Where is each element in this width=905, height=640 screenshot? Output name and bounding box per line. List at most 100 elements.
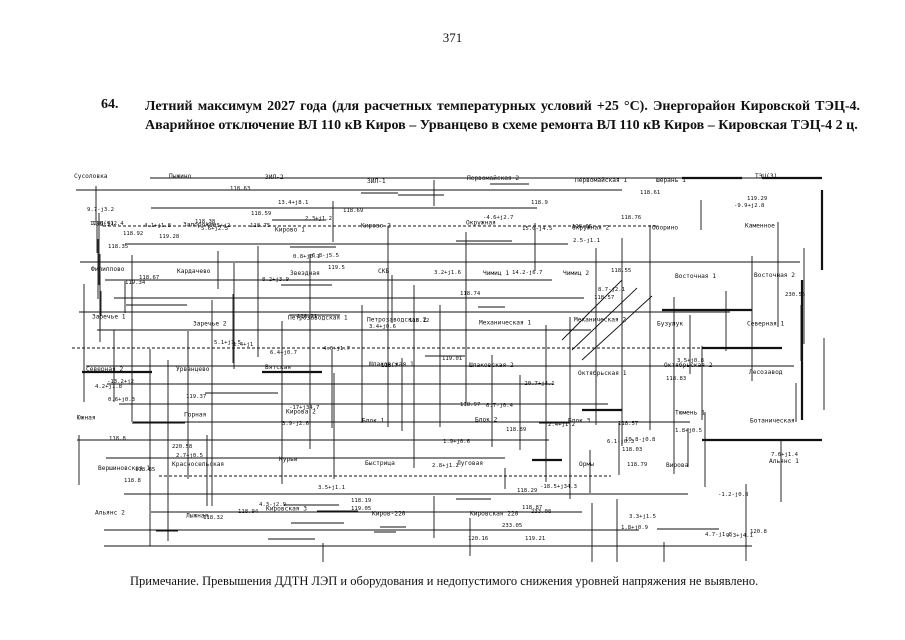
node-label: Заречье 2 (193, 321, 227, 328)
node-label: Луговая (457, 460, 483, 467)
voltage-label: 120.16 (468, 536, 488, 542)
voltage-label: 118.7 (381, 363, 398, 369)
node-label: Звездная (290, 270, 320, 277)
voltage-label: 118.89 (506, 427, 526, 433)
node-label: Шерань 1 (656, 177, 686, 184)
node-label: Блок 2 (475, 417, 498, 424)
voltage-label: 118.92 (123, 231, 143, 237)
power-flow-label: 4.6+j1.7 (323, 346, 350, 352)
node-label: ЗИЛ-2 (265, 174, 284, 181)
diagonal-line (561, 279, 623, 341)
node-label: Восточная 2 (754, 272, 795, 279)
power-flow-label: 6.4+j0.7 (270, 350, 297, 356)
power-flow-label: 2.7+j0.5 (176, 453, 203, 459)
voltage-label: 118.65 (572, 224, 592, 230)
voltage-label: 233.08 (531, 509, 552, 515)
node-label: Петрозаводская 2 (367, 317, 427, 324)
voltage-label: 119.37 (186, 394, 206, 400)
node-label: СКБ (378, 268, 389, 275)
power-flow-label: 12.6-j12.4 (90, 221, 124, 227)
node-label: Лыжная (186, 513, 208, 520)
node-label: Ормы (579, 461, 594, 468)
power-flow-label: 3.5+j0.8 (677, 358, 705, 364)
voltage-label: 118.55 (611, 268, 631, 274)
power-flow-label: 2.8+j1.2 (432, 463, 459, 469)
node-label: Блок 1 (362, 418, 385, 425)
voltage-label: 118.12 (409, 318, 429, 324)
scheme-flow-labels: -1.2-j0.85.6+j2.314.2-j6.78.7-j2.16.8-j5… (87, 200, 799, 539)
node-label: Кирово 1 (275, 227, 305, 234)
node-label: Филиппово (91, 266, 125, 273)
node-label: Ботаническая (750, 418, 795, 425)
power-flow-label: 3.5+j1.1 (318, 485, 345, 491)
power-flow-label: 5.1+j1.5 (214, 340, 241, 346)
node-label: Вирова (666, 462, 689, 469)
node-label: Кирово 2 (361, 223, 391, 230)
node-label: Красносельская (172, 461, 224, 468)
power-flow-label: 4.2+j1.8 (95, 384, 123, 390)
voltage-label: 119.34 (125, 280, 146, 286)
node-label: Вершиновская 1 (98, 465, 150, 472)
page-number: 371 (442, 30, 463, 45)
node-label: Северная 2 (86, 366, 124, 373)
node-label: Запорожье (183, 222, 217, 229)
node-label: Горная (184, 412, 206, 419)
node-label: Вятская (265, 364, 291, 371)
node-label: Окружная 2 (572, 225, 610, 232)
node-label: Курьи (279, 456, 298, 463)
node-label: Каменное (745, 223, 775, 230)
voltage-label: 118.32 (203, 515, 223, 521)
voltage-label: 118.57 (594, 295, 614, 301)
voltage-label: 118.76 (621, 215, 641, 221)
section-number: 64. (101, 97, 119, 112)
node-label: Альянс 1 (769, 458, 799, 465)
power-flow-label: 0.8+j0.1 (293, 254, 320, 260)
node-label: Блок 3 (568, 418, 591, 425)
power-flow-label: 4.1+j1.8 (144, 223, 172, 229)
node-label: Тюмень 1 (675, 410, 705, 417)
power-flow-label: 13.4+j8.1 (278, 200, 308, 206)
voltage-label: 118.74 (460, 291, 481, 297)
voltage-label: 220.58 (172, 444, 193, 450)
voltage-label: 118.03 (622, 447, 642, 453)
voltage-label: 119.28 (159, 234, 180, 240)
voltage-label: 118.38 (195, 219, 216, 225)
voltage-label: 118.83 (666, 376, 686, 382)
node-label: ЗИЛ-1 (367, 178, 386, 185)
voltage-label: 118.21 (297, 314, 317, 320)
power-flow-label: 6.8-j5.5 (312, 253, 339, 259)
voltage-label: 118.8 (124, 478, 141, 484)
voltage-label: 118.85 (135, 467, 155, 473)
node-label: Чимиц 1 (483, 270, 509, 277)
voltage-label: 118.79 (627, 462, 647, 468)
voltage-label: 118.87 (522, 505, 542, 511)
power-flow-label: 2.3+j1.2 (305, 216, 332, 222)
voltage-label: 118.61 (640, 190, 660, 196)
diagonal-line (571, 287, 638, 351)
node-label: Чимиц 2 (563, 270, 589, 277)
node-label: Бузулук (657, 321, 683, 328)
power-flow-label: 2.5-j1.1 (573, 238, 600, 244)
power-flow-label: 3.2+j1.6 (434, 270, 461, 276)
voltage-label: 118.97 (460, 402, 480, 408)
power-flow-label: 3.4+j0.6 (369, 324, 396, 330)
voltage-label: 118.69 (343, 208, 363, 214)
voltage-label: 118.94 (238, 509, 259, 515)
node-label: Кардачево (177, 268, 211, 275)
node-label: Механическая 2 (574, 317, 626, 324)
node-label: Альянс 2 (95, 510, 125, 517)
footnote: Примечание. Превышения ДДТН ЛЭП и оборуд… (130, 574, 759, 588)
voltage-label: 118.8 (109, 436, 126, 442)
voltage-label: 120.8 (750, 529, 767, 535)
power-flow-label: 1.9+j0.6 (443, 439, 470, 445)
node-label: Шлаковская 2 (469, 362, 514, 369)
power-flow-label: 3.3+j1.5 (629, 514, 656, 520)
node-label: Восточная 1 (675, 273, 716, 280)
power-flow-label: 1.8+j0.9 (621, 525, 648, 531)
node-label: Кирова 2 (286, 409, 316, 416)
power-flow-label: 4.7-j1.8 (705, 532, 733, 538)
voltage-label: 119.5 (328, 265, 345, 271)
power-flow-label: 8.2+j3.9 (262, 277, 289, 283)
